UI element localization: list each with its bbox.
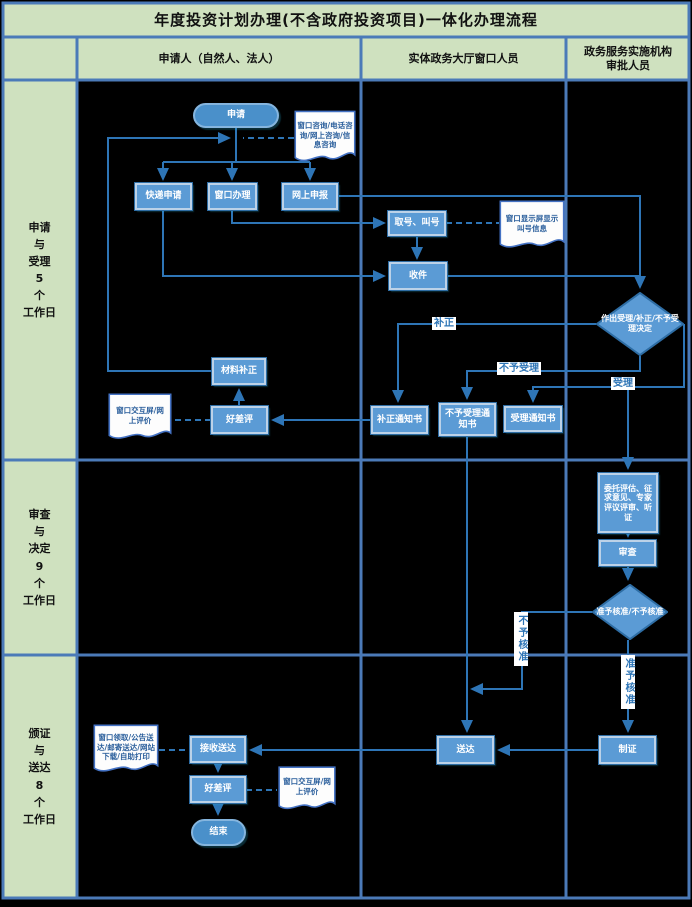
flow-node-material-fix: 材料补正 <box>212 358 266 385</box>
stage-label-apply-accept: 申请 与 受理 5 个 工作日 <box>23 220 56 320</box>
branch-label-approve: 准予核准 <box>621 655 635 709</box>
flow-node-receive-delivery: 接收送达 <box>190 736 246 763</box>
doc-eval-screen-2-text: 窗口交互屏/网 上评价 <box>283 777 331 796</box>
flow-node-start: 申请 <box>193 103 279 128</box>
doc-consult-channels: 窗口咨询/电话咨询/网上咨询/信息咨询 <box>294 110 356 166</box>
edge-start-split <box>163 128 310 163</box>
flow-node-express-apply: 快递申请 <box>135 183 192 210</box>
edge-notapprove-branch <box>470 611 592 695</box>
diamond-shape <box>592 584 668 640</box>
doc-eval-screen-2: 窗口交互屏/网 上评价 <box>278 766 336 813</box>
branch-label-accept: 受理 <box>611 377 635 390</box>
document-shape <box>294 110 356 166</box>
flow-node-rating-2: 好差评 <box>190 776 246 803</box>
edge-online-to-decision <box>338 195 646 289</box>
stage-label-review-decide: 审查 与 决定 9 个 工作日 <box>23 508 56 607</box>
branch-label-not-approve: 不予核准 <box>514 612 528 666</box>
document-shape <box>93 724 159 776</box>
flow-node-receive-files: 收件 <box>389 262 447 290</box>
flow-node-online-declare: 网上申报 <box>282 183 338 210</box>
flow-node-take-number: 取号、叫号 <box>388 211 446 236</box>
doc-pickup-channels: 窗口领取/公告送达/邮寄送达/网站下载/自助打印 <box>93 724 159 776</box>
lane-header-hall-staff: 实体政务大厅窗口人员 <box>408 51 519 65</box>
edge-fix-feedback <box>107 132 231 372</box>
document-shape <box>499 200 565 252</box>
document-shape <box>108 393 172 443</box>
doc-eval-screen-1: 窗口交互屏/网 上评价 <box>108 393 172 443</box>
flow-node-rating-1: 好差评 <box>211 406 268 434</box>
stage-label-issue-deliver: 颁证 与 送达 8 个 工作日 <box>23 727 56 826</box>
flow-node-accept-notice: 受理通知书 <box>504 406 562 432</box>
branch-label-not-accept: 不予受理 <box>497 362 541 375</box>
page-title: 年度投资计划办理(不含政府投资项目)一体化办理流程 <box>154 11 538 29</box>
flow-node-special-procedures: 委托评估、征求意见、专家评议评审、听证 <box>598 473 658 533</box>
lane-header-applicant: 申请人（自然人、法人） <box>158 51 280 65</box>
diamond-shape <box>596 292 684 356</box>
doc-pickup-text: 窗口领取/公告送达/邮寄送达/网站下载/自助打印 <box>97 732 155 762</box>
edge-window-to-number <box>231 210 386 229</box>
flow-node-review: 审查 <box>599 540 656 566</box>
flow-node-window-handle: 窗口办理 <box>208 183 257 210</box>
decision-accept-or-not: 作出受理/补正/不予受理决定 <box>596 292 684 356</box>
lane-header-approver: 政务服务实施机构 审批人员 <box>584 44 672 72</box>
branch-label-fix: 补正 <box>432 317 456 330</box>
document-shape <box>278 766 336 813</box>
doc-consult-text: 窗口咨询/电话咨询/网上咨询/信息咨询 <box>297 120 353 150</box>
decision-approve-or-not: 准予核准/不予核准 <box>592 584 668 640</box>
flow-node-deliver: 送达 <box>437 736 494 764</box>
flow-node-reject-notice: 不予受理通知书 <box>439 403 496 436</box>
doc-call-display: 窗口显示屏显示 叫号信息 <box>499 200 565 252</box>
flow-node-make-cert: 制证 <box>599 736 656 764</box>
doc-eval-screen-1-text: 窗口交互屏/网 上评价 <box>116 405 164 425</box>
doc-call-display-text: 窗口显示屏显示 叫号信息 <box>505 213 559 233</box>
flow-node-fix-notice: 补正通知书 <box>371 406 428 434</box>
decision-approve-text: 准予核准/不予核准 <box>596 607 664 617</box>
edge-express-to-receive <box>162 210 386 282</box>
flow-node-end: 结束 <box>191 819 246 846</box>
header-corner-cell <box>2 37 77 80</box>
decision-accept-text: 作出受理/补正/不予受理决定 <box>601 314 679 333</box>
